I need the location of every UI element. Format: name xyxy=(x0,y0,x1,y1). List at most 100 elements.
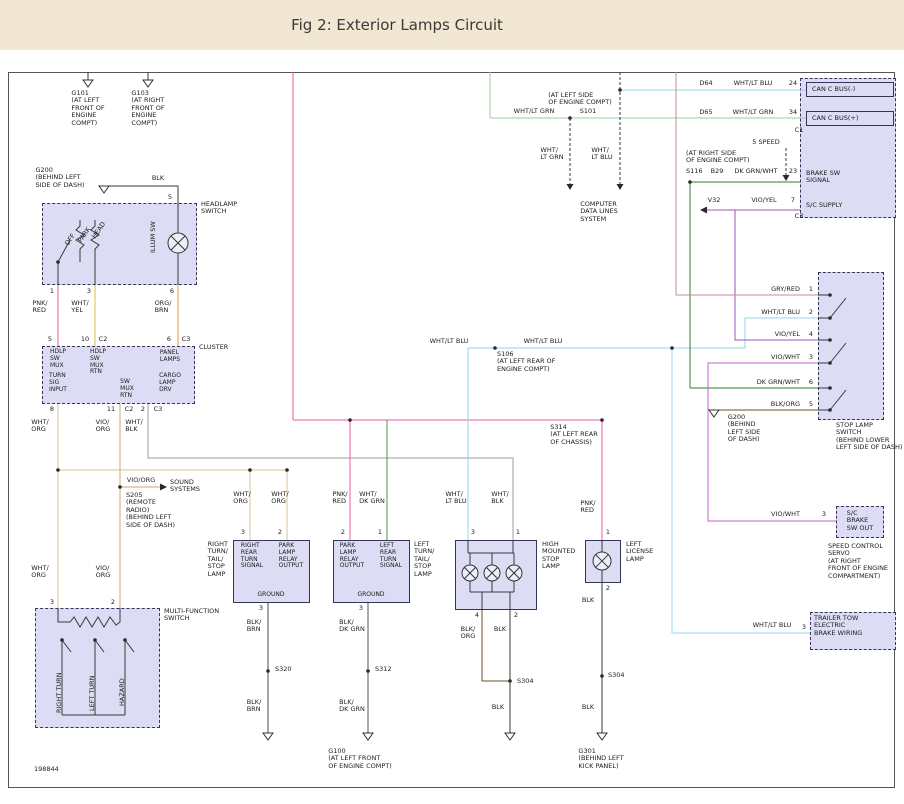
wire-color-label: BLK/ ORG xyxy=(460,625,476,641)
ground-icon xyxy=(262,732,274,741)
component-label: HDLP SW MUX xyxy=(49,348,67,369)
ground-icon xyxy=(708,409,720,418)
wire-color-label: VIO/YEL xyxy=(774,330,800,338)
pin-label: 1 xyxy=(377,528,383,536)
component-label: SOUND SYSTEMS xyxy=(170,478,201,494)
pin-label: C1 xyxy=(794,126,804,134)
splice-dot xyxy=(93,638,97,642)
wire-color-label: BLK/ DK GRN xyxy=(339,698,365,714)
figure-title: Fig 2: Exterior Lamps Circuit xyxy=(291,16,503,34)
component-label: TURN SIG INPUT xyxy=(49,372,67,393)
pin-label: 8 xyxy=(49,405,55,413)
pin-label: C3 xyxy=(794,212,804,220)
wire xyxy=(829,342,847,364)
component-label: GROUND xyxy=(357,591,385,598)
arrow-icon xyxy=(782,175,790,181)
pin-label: 1 xyxy=(605,528,611,536)
wire-color-label: WHT/LT BLU xyxy=(752,621,792,629)
can-c-bus-minus-box xyxy=(806,82,894,97)
component-label: PANEL LAMPS xyxy=(159,349,181,363)
component-label: COMPUTER DATA LINES SYSTEM xyxy=(580,200,618,223)
splice-dot xyxy=(508,679,512,683)
pin-label: C2 xyxy=(124,405,134,413)
wire-color-label: PNK/ RED xyxy=(332,490,348,506)
pin-label: 3 xyxy=(240,528,246,536)
ground-label: G100 (AT LEFT FRONT OF ENGINE COMPT) xyxy=(328,747,392,770)
ground-label: G301 (BEHIND LEFT KICK PANEL) xyxy=(578,747,624,770)
pin-label: 3 xyxy=(470,528,476,536)
splice-dot xyxy=(348,418,352,422)
wire-color-label: BLK/ DK GRN xyxy=(339,618,365,634)
wire-color-label: WHT/ DK GRN xyxy=(359,490,385,506)
wire-color-label: WHT/LT BLU xyxy=(429,337,469,345)
pin-label: C3 xyxy=(181,335,191,343)
splice-label: S116 xyxy=(686,167,703,175)
wire-color-label: WHT/ BLK xyxy=(491,490,509,506)
wire-color-label: WHT/ ORG xyxy=(271,490,289,506)
wire xyxy=(57,608,121,628)
splice-dot xyxy=(248,468,252,472)
left-rear-lamp-connector-box xyxy=(333,540,410,603)
splice-dot xyxy=(828,293,832,297)
pin-label: 2 xyxy=(513,611,519,619)
wire xyxy=(61,639,72,653)
splice-dot xyxy=(688,180,692,184)
splice-dot xyxy=(600,418,604,422)
component-label: CAN C BUS(+) xyxy=(812,114,859,122)
splice-dot xyxy=(285,468,289,472)
lamp-icon xyxy=(592,551,612,571)
ground-label: G200 (BEHIND LEFT SIDE OF DASH) xyxy=(35,166,85,189)
lamp-icon xyxy=(461,564,479,582)
wire-color-label: BLK xyxy=(491,703,505,711)
splice-label: S312 xyxy=(375,665,392,673)
component-label: RIGHT TURN/ TAIL/ STOP LAMP xyxy=(207,540,228,578)
component-label: RIGHT REAR TURN SIGNAL xyxy=(240,542,264,570)
splice-dot xyxy=(568,116,572,120)
pin-label: 2 xyxy=(340,528,346,536)
ground-icon xyxy=(82,79,94,88)
wire-color-label: PNK/ RED xyxy=(580,499,596,515)
pin-label: D65 xyxy=(699,108,713,116)
pin-label: V32 xyxy=(707,196,721,204)
pin-label: 1 xyxy=(515,528,521,536)
wire-color-label: DK GRN/WHT xyxy=(756,378,800,386)
wire-color-label: WHT/ ORG xyxy=(31,564,49,580)
wire xyxy=(468,317,818,349)
splice-dot xyxy=(118,485,122,489)
pin-label: 5 xyxy=(167,193,173,201)
component-label: LEFT LICENSE LAMP xyxy=(626,540,654,563)
wire-color-label: BLK/ORG xyxy=(770,400,800,408)
wire xyxy=(829,389,847,411)
arrow-icon xyxy=(700,206,707,214)
pcm-connector-group-box xyxy=(800,78,896,218)
component-label: TRAILER TOW ELECTRIC BRAKE WIRING xyxy=(814,614,863,637)
pin-label: 7 xyxy=(790,196,796,204)
multi-function-switch-box xyxy=(35,608,160,728)
ground-label: G103 (AT RIGHT FRONT OF ENGINE COMPT) xyxy=(131,89,165,127)
component-label: CAN C BUS(-) xyxy=(812,85,856,93)
ground-icon xyxy=(596,732,608,741)
right-rear-lamp-connector-box xyxy=(233,540,310,603)
stop-lamp-switch-box xyxy=(818,272,884,420)
component-label: MULTI-FUNCTION SWITCH xyxy=(164,607,220,623)
splice-dot xyxy=(493,346,497,350)
wire-color-label: S/C SUPPLY xyxy=(806,201,843,209)
wire xyxy=(90,220,100,285)
pin-label: C2 xyxy=(98,335,108,343)
figure-title-banner: Fig 2: Exterior Lamps Circuit xyxy=(0,0,904,50)
component-label: PARK LAMP RELAY OUTPUT xyxy=(278,542,304,570)
wire-color-label: WHT/LT BLU xyxy=(733,79,773,87)
pin-label: 6 xyxy=(808,378,814,386)
component-label: 5 SPEED xyxy=(752,138,780,146)
splice-dot xyxy=(56,260,60,264)
component-label: RIGHT TURN xyxy=(55,672,63,713)
splice-label: S304 xyxy=(608,671,625,679)
sc-brake-sw-out-box xyxy=(836,506,884,538)
component-label: HIGH MOUNTED STOP LAMP xyxy=(542,540,576,571)
ground-label: G200 (BEHIND LEFT SIDE OF DASH) xyxy=(727,413,761,444)
ground-icon xyxy=(362,732,374,741)
wire-color-label: VIO/ORG xyxy=(126,476,156,484)
ground-icon xyxy=(142,79,154,88)
wire xyxy=(147,404,514,540)
component-label: BRAKE SW SIGNAL xyxy=(806,169,841,185)
